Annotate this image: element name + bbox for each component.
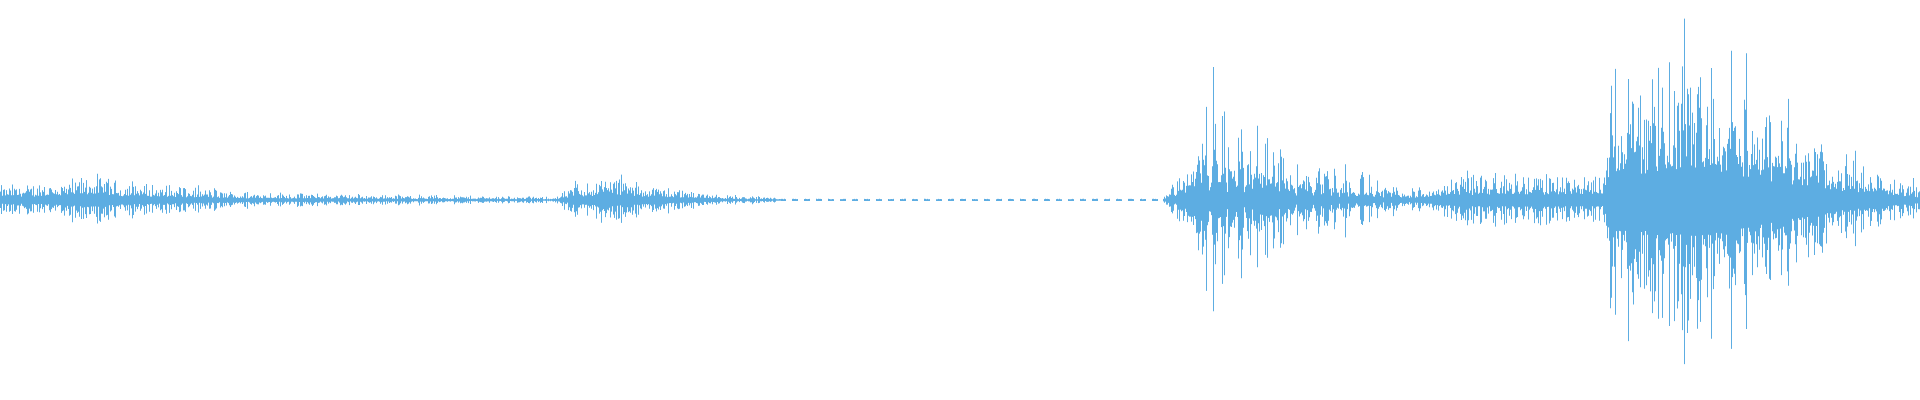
waveform-bars — [0, 18, 1920, 365]
waveform-path — [0, 18, 1920, 365]
